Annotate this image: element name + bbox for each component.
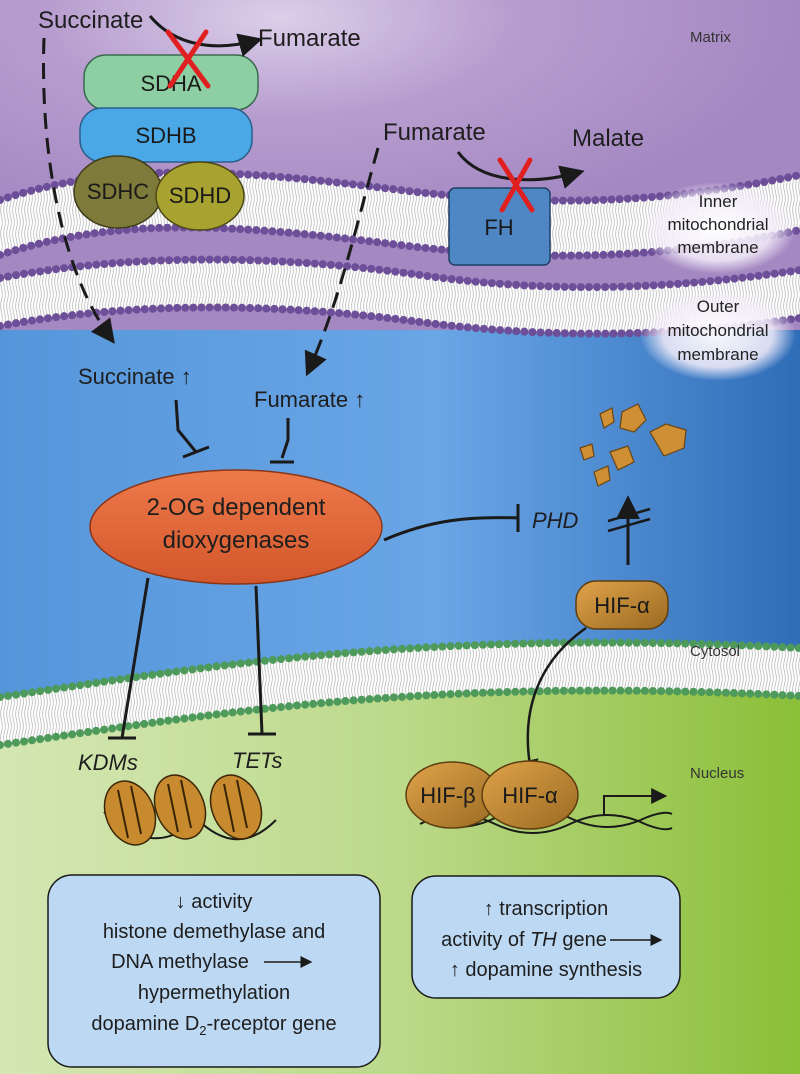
sdhd-label: SDHD <box>169 183 231 208</box>
inner-label-1: Inner <box>699 192 738 211</box>
phd-label: PHD <box>532 508 579 533</box>
hif-alpha-cytosol-label: HIF-α <box>594 593 650 618</box>
cytosol-label: Cytosol <box>690 643 740 660</box>
outer-label-2: mitochondrial <box>667 321 768 340</box>
left-box-line-2: histone demethylase and <box>103 921 325 943</box>
inner-label-2: mitochondrial <box>667 215 768 234</box>
transcription-effect-box <box>411 875 681 999</box>
nuclear-membrane <box>0 638 800 749</box>
outer-label-1: Outer <box>697 297 740 316</box>
hif-alpha-cytosol <box>575 580 669 630</box>
inner-membrane-label: Inner mitochondrial membrane <box>640 182 796 274</box>
outer-membrane <box>0 255 800 338</box>
tets-label: TETs <box>232 748 283 773</box>
degradation-block <box>607 507 651 533</box>
fh-reaction-arrow <box>456 151 585 189</box>
fh-enzyme <box>448 187 551 266</box>
fumarate-efflux-arrow <box>304 147 380 377</box>
kdms-label: KDMs <box>78 750 138 775</box>
malate-label: Malate <box>572 125 644 152</box>
left-box-line-5: dopamine D2-receptor gene <box>91 1013 336 1038</box>
sdhd-subunit <box>155 161 245 231</box>
left-box-line-3: DNA methylase <box>111 951 249 973</box>
hif-alpha-nucleus-label: HIF-α <box>502 783 558 808</box>
succinate-matrix-label: Succinate <box>38 7 143 34</box>
phd-inhibition-line <box>383 516 519 542</box>
hif-beta-label: HIF-β <box>420 783 475 808</box>
fh-label: FH <box>484 215 513 240</box>
inhibition-lines-metabolites <box>174 399 294 464</box>
hif-alpha-nucleus <box>481 760 579 830</box>
left-box-line-4: hypermethylation <box>138 982 290 1004</box>
fh-block-x <box>497 157 535 213</box>
epigenetic-effect-box <box>47 874 381 1068</box>
outer-membrane-label: Outer mitochondrial membrane <box>640 289 796 381</box>
matrix-label: Matrix <box>690 29 731 46</box>
hif-translocation-arrow <box>518 626 587 780</box>
fumarate-matrix-label: Fumarate <box>383 119 486 146</box>
sdh-block-x <box>165 29 211 89</box>
tets-inhibition-line <box>254 585 264 735</box>
fumarate-product-label: Fumarate <box>258 25 361 52</box>
sdhb-label: SDHB <box>135 123 196 148</box>
nucleus-label: Nucleus <box>690 765 744 782</box>
succinate-cytosol-label: Succinate ↑ <box>78 364 192 389</box>
transcription-start-arrow <box>603 788 668 816</box>
right-box-line-1: ↑ transcription <box>484 898 609 920</box>
right-box-line-3: ↑ dopamine synthesis <box>450 959 642 981</box>
dioxygenases-label-2: dioxygenases <box>163 527 310 554</box>
right-box-line-2: activity of TH gene <box>441 929 607 951</box>
inner-label-3: membrane <box>677 238 758 257</box>
sdh-complex: SDHA SDHB SDHC SDHD <box>73 54 259 231</box>
succinate-efflux-arrow <box>42 37 115 344</box>
nucleosome <box>209 774 263 840</box>
nucleosome <box>103 780 157 846</box>
kdms-inhibition-line <box>120 577 150 739</box>
outer-label-3: membrane <box>677 345 758 364</box>
sdhc-label: SDHC <box>87 179 149 204</box>
hif-fragments <box>579 403 687 487</box>
chromatin <box>103 774 277 846</box>
dioxygenases-node <box>89 469 383 585</box>
sdhb-subunit <box>79 107 253 163</box>
fumarate-cytosol-label: Fumarate ↑ <box>254 387 365 412</box>
dioxygenases-label-1: 2-OG dependent <box>147 494 326 521</box>
nucleosome <box>153 774 207 840</box>
left-box-line-1: ↓ activity <box>176 891 253 913</box>
